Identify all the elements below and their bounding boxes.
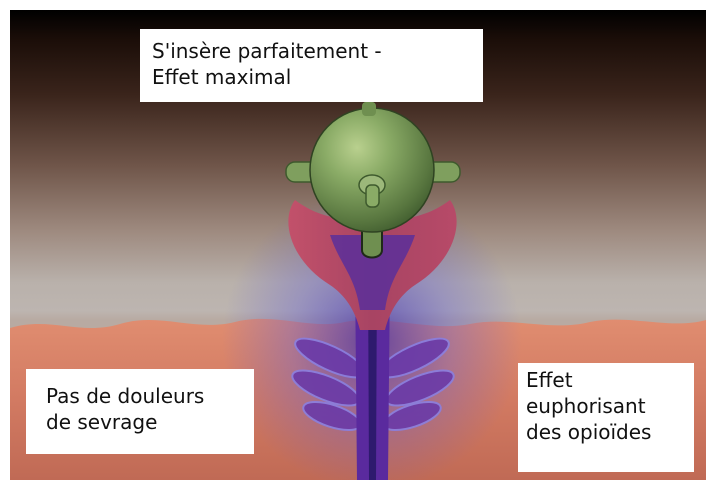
label-perfect-fit: S'insère parfaitement - Effet maximal <box>140 29 483 102</box>
label-euphoria: Effet euphorisant des opioïdes <box>518 363 694 472</box>
label-no-withdrawal: Pas de douleurs de sevrage <box>26 369 254 454</box>
